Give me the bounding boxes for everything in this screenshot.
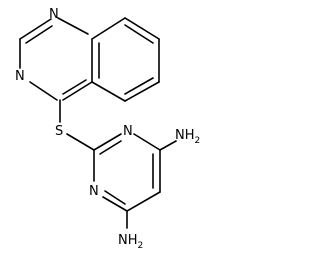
- bond-c6p-n1p: [102, 196, 128, 212]
- bond-c4-n3: [29, 81, 58, 101]
- atom-label-n-pyrimidine-upper: N: [123, 124, 133, 139]
- bond-n1-c8a: [57, 17, 89, 35]
- bond-c2p-n3p: [93, 133, 122, 151]
- bond-c6-c5-inner: [124, 77, 154, 95]
- atom-label-n-pyrimidine-lower: N: [89, 184, 99, 199]
- molecule-svg: N N S N N NH2 NH2: [15, 7, 200, 251]
- bond-c5p-c6p: [126, 191, 161, 212]
- atom-label-nh2-upper: NH2: [175, 128, 200, 146]
- bond-c8a-c8: [91, 17, 126, 40]
- bond-c4a-c4: [62, 81, 93, 101]
- bond-c6-c5: [124, 81, 160, 102]
- nh2-upper-main: NH: [175, 128, 195, 143]
- atom-label-sulfur: S: [55, 124, 63, 139]
- atom-label-n-top: N: [49, 7, 59, 22]
- bond-c6p-n1p-inner: [104, 190, 126, 205]
- bond-n3p-c4p: [133, 133, 161, 151]
- bond-c2p-n3p-inner: [99, 140, 122, 155]
- nh2-upper-subscript: 2: [195, 136, 201, 146]
- bond-c2-n1: [19, 18, 52, 40]
- bond-c4a-c4-inner: [62, 79, 87, 95]
- bond-s-c2p: [66, 133, 95, 151]
- bond-c2-n1-inner: [25, 25, 53, 44]
- atom-label-n-left: N: [15, 69, 25, 84]
- bond-c4p-nh2: [159, 140, 177, 151]
- nh2-lower-main: NH: [118, 233, 138, 248]
- bond-c5-c4a: [91, 81, 126, 102]
- nh2-lower-subscript: 2: [138, 241, 144, 251]
- bond-c8-c7: [124, 17, 160, 40]
- atom-label-nh2-lower: NH2: [118, 233, 143, 251]
- bond-c8-c7-inner: [124, 24, 154, 44]
- structure-diagram: N N S N N NH2 NH2: [15, 7, 200, 251]
